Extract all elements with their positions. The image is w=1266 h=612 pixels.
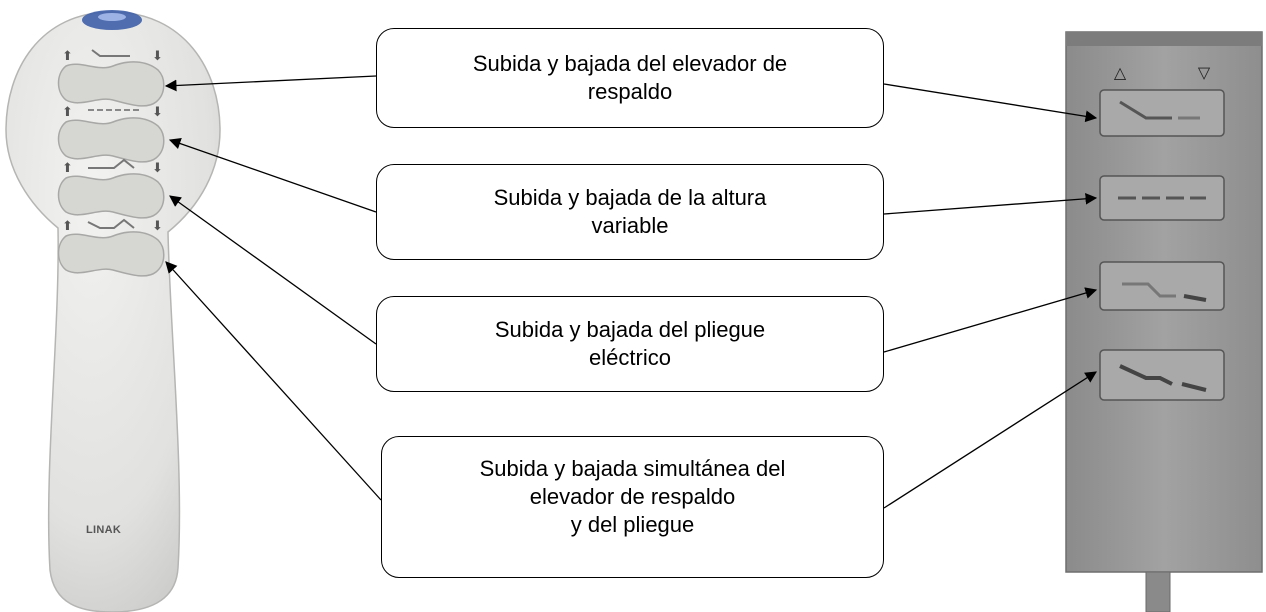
panel-button-backrest[interactable] xyxy=(1099,89,1225,137)
backrest-symbol-icon xyxy=(91,49,130,57)
combined-symbol-icon xyxy=(1119,364,1173,386)
handset-button-backrest[interactable] xyxy=(57,61,165,107)
panel-button-simultaneous[interactable] xyxy=(1099,349,1225,401)
indicator-light-highlight xyxy=(98,13,126,21)
callout-line: Subida y bajada de la altura xyxy=(493,185,767,210)
down-arrow-icon: ⬇ xyxy=(152,48,163,63)
down-arrow-icon: ⬇ xyxy=(152,160,163,175)
handset-button-fold[interactable] xyxy=(57,173,165,219)
panel-cable xyxy=(1145,571,1171,612)
arrow-simultaneous-left xyxy=(165,261,382,501)
callout-simultaneous: Subida y bajada simultánea del elevador … xyxy=(381,436,884,578)
arrow-height-left xyxy=(168,137,377,213)
wall-panel: △ ▽ xyxy=(1065,31,1263,612)
up-arrow-icon: ⬆ xyxy=(62,218,73,233)
up-arrow-icon: ⬆ xyxy=(62,160,73,175)
arrow-backrest-left xyxy=(164,75,377,92)
callout-line: y del pliegue xyxy=(570,512,695,537)
handset-remote: ⬆ ⬇ ⬆ ⬇ ⬆ ⬇ ⬆ ⬇ xyxy=(5,10,221,612)
up-arrow-icon: ⬆ xyxy=(62,48,73,63)
callout-line: Subida y bajada simultánea del xyxy=(479,456,786,481)
callout-fold: Subida y bajada del pliegue eléctrico xyxy=(376,296,884,392)
up-arrow-icon: ⬆ xyxy=(62,104,73,119)
callout-backrest: Subida y bajada del elevador de respaldo xyxy=(376,28,884,128)
panel-top-strip xyxy=(1066,32,1262,46)
down-arrow-icon: ⬇ xyxy=(152,218,163,233)
callout-height: Subida y bajada de la altura variable xyxy=(376,164,884,260)
arrow-backrest-right xyxy=(883,83,1098,123)
handset-button-simultaneous[interactable] xyxy=(57,231,165,277)
panel-up-symbol: △ xyxy=(1114,63,1127,82)
callout-line: variable xyxy=(591,213,669,238)
handset-brand-logo: LINAK xyxy=(86,524,122,536)
arrow-fold-right xyxy=(883,287,1098,353)
callout-line: respaldo xyxy=(587,79,673,104)
leader-lines xyxy=(164,75,1098,509)
handset-body xyxy=(5,11,221,612)
callout-line: elevador de respaldo xyxy=(529,484,736,509)
down-arrow-icon: ⬇ xyxy=(152,104,163,119)
callout-line: eléctrico xyxy=(589,345,671,370)
fold-symbol-icon xyxy=(88,158,135,169)
fold-symbol-icon xyxy=(1122,282,1176,298)
callout-line: Subida y bajada del elevador de xyxy=(472,51,788,76)
callout-line: Subida y bajada del pliegue xyxy=(494,317,766,342)
handset-button-height[interactable] xyxy=(57,117,165,163)
panel-button-fold[interactable] xyxy=(1099,261,1225,311)
arrow-simultaneous-right xyxy=(883,371,1097,509)
arrow-height-right xyxy=(883,192,1098,215)
panel-down-symbol: ▽ xyxy=(1198,63,1211,82)
combined-symbol-icon xyxy=(87,218,135,229)
panel-button-height[interactable] xyxy=(1099,175,1225,221)
arrow-fold-left xyxy=(169,195,377,345)
backrest-symbol-icon xyxy=(1119,100,1172,120)
